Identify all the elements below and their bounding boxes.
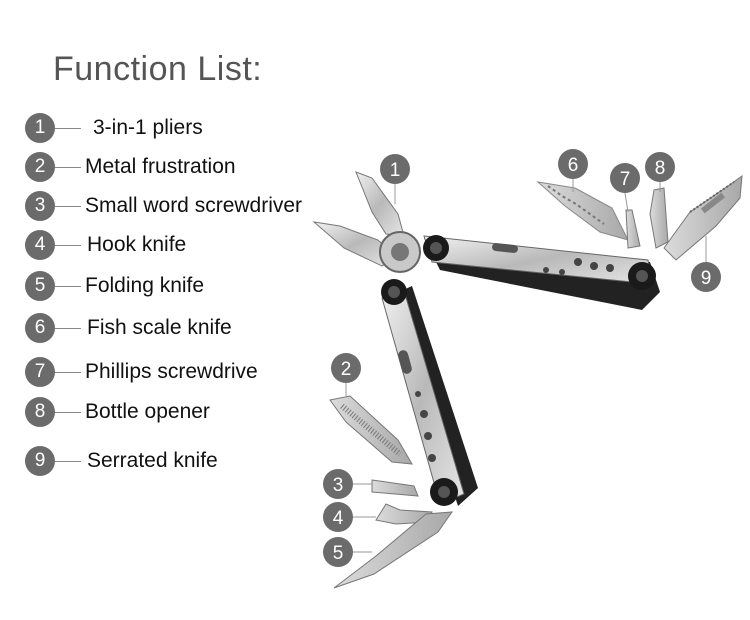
function-label: Small word screwdriver xyxy=(85,194,303,217)
connector-line xyxy=(55,166,81,168)
connector-line xyxy=(55,285,81,287)
number-badge: 6 xyxy=(25,313,55,343)
callout-number: 9 xyxy=(701,268,712,289)
function-label: Folding knife xyxy=(85,274,205,297)
function-item-4: 4 Hook knife xyxy=(25,230,186,260)
connector-line xyxy=(55,460,81,462)
callout-7: 7 xyxy=(610,163,640,213)
function-label: Metal frustration xyxy=(85,155,236,178)
callout-4: 4 xyxy=(323,502,376,532)
serrated-knife-blade xyxy=(663,174,743,261)
function-item-1: 1 3-in-1 pliers xyxy=(25,113,203,143)
function-item-3: 3 Small word screwdriver xyxy=(25,191,302,221)
callout-2: 2 xyxy=(331,353,361,396)
fish-scale-knife-blade xyxy=(536,181,629,241)
function-item-5: 5 Folding knife xyxy=(25,271,204,301)
callout-number: 5 xyxy=(333,543,344,564)
callout-number: 2 xyxy=(341,359,352,380)
function-item-6: 6 Fish scale knife xyxy=(25,313,232,343)
small-screwdriver-blade xyxy=(371,479,419,497)
callout-number: 7 xyxy=(620,169,631,190)
callout-5: 5 xyxy=(323,537,372,567)
function-label: Hook knife xyxy=(87,233,187,256)
page-title: Function List: xyxy=(53,50,263,88)
callout-number: 3 xyxy=(333,475,344,496)
callout-8: 8 xyxy=(645,152,675,192)
connector-line xyxy=(55,205,81,207)
function-item-9: 9 Serrated knife xyxy=(25,446,218,476)
number-badge: 9 xyxy=(25,446,55,476)
number-badge: 4 xyxy=(25,230,55,260)
callout-9: 9 xyxy=(691,236,721,292)
function-label: Fish scale knife xyxy=(87,316,232,339)
connector-line xyxy=(55,371,81,373)
callout-number: 6 xyxy=(568,155,579,176)
phillips-screwdriver-blade xyxy=(625,209,641,249)
number-badge: 2 xyxy=(25,152,55,182)
callout-number: 4 xyxy=(333,508,344,529)
function-item-8: 8 Bottle opener xyxy=(25,397,210,427)
callout-3: 3 xyxy=(323,469,372,499)
callout-number: 1 xyxy=(390,160,401,181)
function-item-7: 7 Phillips screwdrive xyxy=(25,357,258,387)
callout-1: 1 xyxy=(380,154,410,204)
function-item-2: 2 Metal frustration xyxy=(25,152,236,182)
number-badge: 5 xyxy=(25,271,55,301)
hook-knife-blade xyxy=(375,503,433,525)
number-badge: 7 xyxy=(25,357,55,387)
number-badge: 1 xyxy=(25,113,55,143)
upper-handle xyxy=(423,235,660,310)
callout-number: 8 xyxy=(655,158,666,179)
connector-line xyxy=(55,127,81,129)
function-label: Phillips screwdrive xyxy=(85,360,258,383)
connector-line xyxy=(55,411,81,413)
number-badge: 3 xyxy=(25,191,55,221)
bottle-opener-blade xyxy=(649,187,669,249)
file-tool-blade xyxy=(329,395,413,465)
function-label: Serrated knife xyxy=(87,449,218,472)
function-label: Bottle opener xyxy=(85,400,210,423)
number-badge: 8 xyxy=(25,397,55,427)
lower-handle xyxy=(381,279,478,506)
connector-line xyxy=(55,327,81,329)
folding-knife-blade xyxy=(333,511,454,589)
function-label: 3-in-1 pliers xyxy=(93,116,203,139)
connector-line xyxy=(55,244,81,246)
callout-6: 6 xyxy=(558,149,588,192)
pliers-jaws xyxy=(312,171,421,273)
